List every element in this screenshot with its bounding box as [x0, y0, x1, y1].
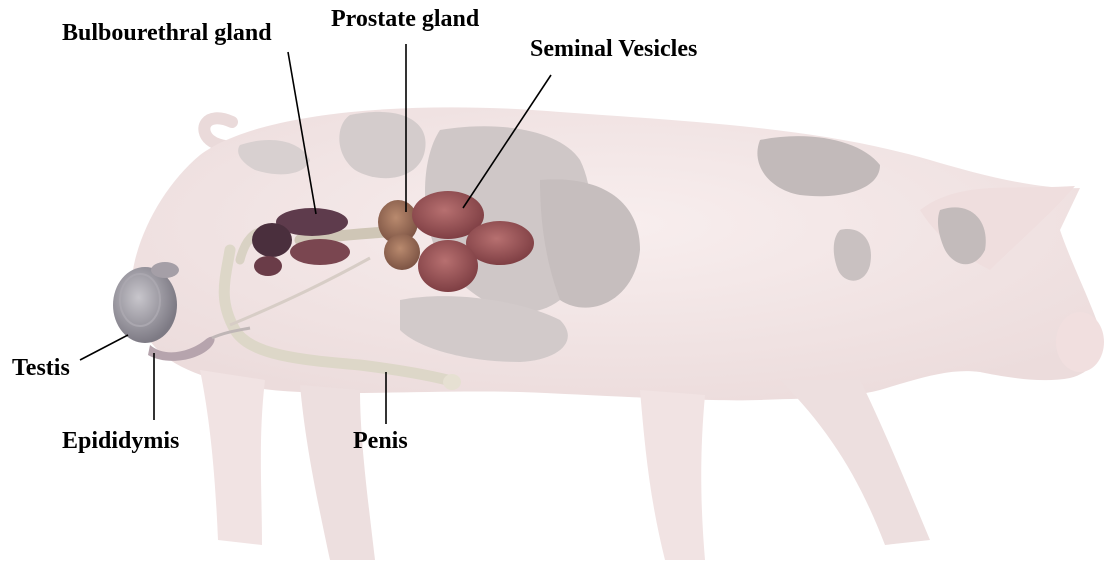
label-bulbourethral-gland: Bulbourethral gland [62, 20, 272, 46]
label-seminal-vesicles: Seminal Vesicles [530, 36, 697, 62]
pig-body [132, 107, 1104, 560]
label-prostate-gland: Prostate gland [331, 6, 479, 32]
penis-tip [443, 374, 461, 390]
leader-testis [80, 335, 128, 360]
label-penis: Penis [353, 428, 408, 454]
label-testis: Testis [12, 355, 70, 381]
label-epididymis: Epididymis [62, 428, 179, 454]
